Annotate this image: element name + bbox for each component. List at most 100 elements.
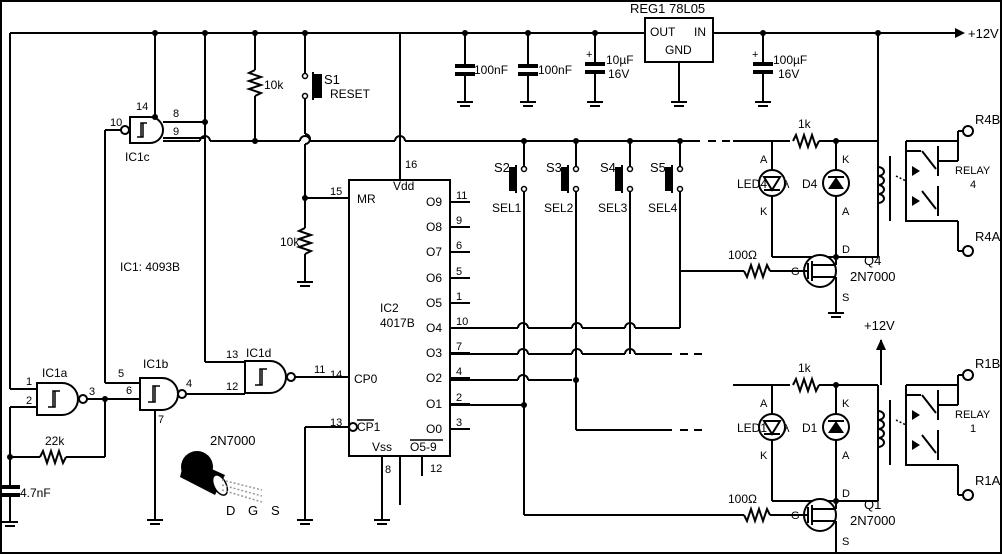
ic2-pin-3: 3 [456, 417, 462, 429]
pinout-g: G [248, 503, 258, 518]
ic2-pin-5: 5 [456, 266, 462, 278]
regulator-reg1 [595, 17, 763, 107]
r-pullup-value: 10k [264, 78, 284, 92]
ic2-pin-1: 1 [456, 291, 462, 303]
reset-switch-name: S1 [324, 72, 340, 87]
ic2-output-wiring [450, 192, 733, 516]
ic2-output-o7: O7 [426, 245, 442, 259]
resistor-22k [10, 399, 106, 467]
relay-label: RELAY [955, 409, 991, 421]
ic2-pin-6: 6 [456, 240, 462, 252]
fet-label: Q4 [864, 253, 881, 268]
ic1c-pin9: 9 [173, 126, 179, 138]
r-osc-value: 22k [45, 434, 65, 448]
ic1d-pin11: 11 [314, 364, 325, 376]
diode-cathode: K [842, 154, 850, 166]
ic1b-pin4: 4 [186, 378, 192, 390]
supply-label: +12V [968, 26, 999, 41]
select-switch-label: SEL2 [544, 201, 574, 215]
led-anode: A [760, 398, 768, 410]
ic1d-pin12: 12 [226, 381, 238, 393]
ic2-cp0: CP0 [354, 372, 378, 386]
ic2-output-o5: O5 [426, 296, 442, 310]
diode-cathode: K [842, 398, 850, 410]
diode-anode: A [842, 450, 850, 462]
fet-label: Q1 [864, 497, 881, 512]
fet-source-pin: S [842, 536, 849, 548]
supply-rail [9, 28, 965, 383]
select-switch-name: S2 [494, 160, 510, 175]
fet-gate-pin: G [791, 510, 800, 522]
mr-network [295, 197, 349, 287]
ic2-output-o0: O0 [426, 422, 442, 436]
regulator-in-pin: IN [694, 25, 706, 39]
ic2-pin16: 16 [405, 159, 417, 171]
led-label: LED1 [737, 421, 767, 435]
relay-label: RELAY [955, 165, 991, 177]
channel1-supply [876, 339, 886, 385]
select-switch-name: S4 [600, 160, 616, 175]
capacitor-c4 [753, 33, 773, 107]
ic2-output-o3: O3 [426, 346, 442, 360]
ic1d-label: IC1d [246, 346, 271, 360]
pinout-s: S [271, 503, 280, 518]
relay-terminal-b: R4B [975, 112, 1000, 127]
relay-number: 4 [970, 179, 976, 191]
ic2-pin14: 14 [330, 369, 342, 381]
c2-value: 100nF [538, 63, 572, 77]
transistor-package-2n7000 [180, 451, 263, 503]
ic2-output-o2: O2 [426, 371, 442, 385]
ic1-note: IC1: 4093B [120, 260, 180, 274]
select-switch-name: S3 [546, 160, 562, 175]
ic2-name: IC2 [380, 301, 399, 315]
ic1b-pin7: 7 [158, 414, 164, 426]
ic2-pin-7: 7 [456, 341, 462, 353]
regulator-gnd-pin: GND [665, 43, 692, 57]
ic2-vdd: Vdd [393, 179, 414, 193]
capacitor-c3 [585, 33, 605, 107]
fet-gate-pin: G [791, 266, 800, 278]
led-resistor-value: 1k [798, 361, 812, 375]
fet-part: 2N7000 [850, 513, 896, 528]
gate-resistor-value: 100Ω [728, 248, 757, 262]
ic1a-pin2: 2 [26, 395, 32, 407]
ic2-pin12: 12 [430, 463, 442, 475]
c4-value: 100µF [773, 53, 807, 67]
relay-terminal-a: R4A [975, 229, 1001, 244]
gate-ic1c [104, 33, 205, 383]
ic2-pin-2: 2 [456, 392, 462, 404]
gate-ic1d [205, 360, 349, 394]
ic2-pin-11: 11 [456, 190, 467, 202]
c3-plus: + [586, 49, 592, 61]
ic1c-pin10: 10 [110, 117, 122, 129]
ic2-pin-9: 9 [456, 215, 462, 227]
ic2-output-o8: O8 [426, 220, 442, 234]
ic2-output-o9: O9 [426, 195, 442, 209]
c3-value: 10µF [606, 53, 634, 67]
ic1a-pin1: 1 [26, 376, 32, 388]
gate-resistor-value: 100Ω [728, 492, 757, 506]
ic1a-label: IC1a [42, 366, 68, 380]
ic2-4017b [348, 33, 451, 525]
ic2-mr: MR [357, 192, 376, 206]
ic1c-pin8: 8 [173, 108, 179, 120]
ic2-vss: Vss [372, 440, 392, 454]
ic2-output-o6: O6 [426, 271, 442, 285]
r-mr-value: 10k [280, 235, 300, 249]
pinout-title: 2N7000 [210, 433, 256, 448]
select-switch-name: S5 [650, 160, 666, 175]
ic1d-pin13: 13 [226, 349, 238, 361]
gate-ic1a [7, 382, 108, 485]
c1-value: 100nF [474, 63, 508, 77]
ic1b-pin5: 5 [118, 368, 124, 380]
c5-value: 4.7nF [20, 486, 51, 500]
fet-drain-pin: D [842, 488, 850, 500]
